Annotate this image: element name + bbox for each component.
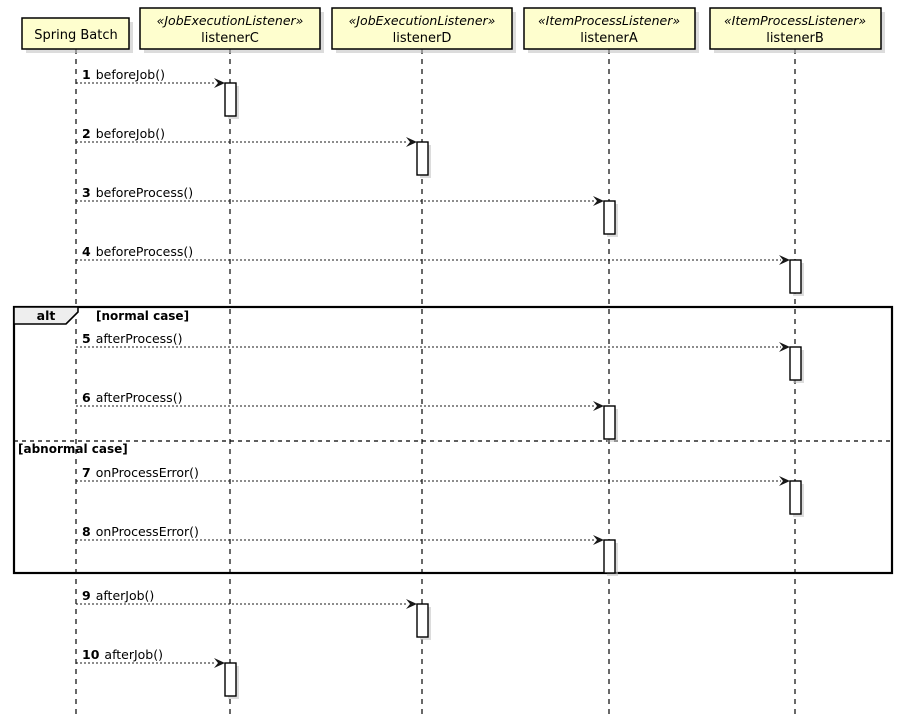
- message-number-9: 9: [82, 588, 91, 603]
- message-label-10: afterJob(): [104, 647, 163, 662]
- activation-bar-1: [224, 82, 237, 117]
- participant-name-springbatch: Spring Batch: [34, 28, 117, 43]
- fragment-guard-label-0: [normal case]: [96, 309, 189, 323]
- participant-box-listenerC[interactable]: [139, 7, 321, 50]
- message-number-4: 4: [82, 244, 91, 259]
- message-arrowhead-1: [214, 78, 225, 88]
- message-arrowhead-8: [593, 535, 604, 545]
- participant-stereotype-listenerD: «JobExecutionListener»: [349, 13, 496, 28]
- participant-stereotype-listenerC: «JobExecutionListener»: [157, 13, 304, 28]
- activation-bar-6: [603, 405, 616, 440]
- activation-bar-10: [224, 662, 237, 697]
- activation-bar-5: [789, 346, 802, 381]
- message-label-2: beforeJob(): [96, 126, 165, 141]
- message-label-5: afterProcess(): [96, 331, 183, 346]
- message-number-10: 10: [82, 647, 100, 662]
- activation-bar-7: [789, 480, 802, 515]
- message-arrowhead-10: [214, 658, 225, 668]
- message-label-9: afterJob(): [96, 588, 155, 603]
- participant-box-listenerD[interactable]: [331, 7, 513, 50]
- message-number-7: 7: [82, 465, 91, 480]
- message-number-5: 5: [82, 331, 91, 346]
- message-label-8: onProcessError(): [96, 524, 199, 539]
- message-arrowhead-5: [779, 342, 790, 352]
- message-number-1: 1: [82, 67, 91, 82]
- message-arrowhead-6: [593, 401, 604, 411]
- message-arrowhead-4: [779, 255, 790, 265]
- participant-box-springbatch[interactable]: [21, 17, 130, 50]
- activation-bar-2: [416, 141, 429, 176]
- fragment-operator-label: alt: [37, 308, 56, 323]
- participant-box-listenerB[interactable]: [709, 7, 882, 50]
- message-label-3: beforeProcess(): [96, 185, 193, 200]
- activation-bar-8: [603, 539, 616, 574]
- message-arrowhead-9: [406, 599, 417, 609]
- participant-name-listenerA: listenerA: [580, 31, 638, 46]
- message-number-3: 3: [82, 185, 91, 200]
- participant-name-listenerC: listenerC: [201, 31, 259, 46]
- participant-box-listenerA[interactable]: [523, 7, 696, 50]
- participant-name-listenerB: listenerB: [766, 31, 824, 46]
- participant-name-listenerD: listenerD: [393, 31, 452, 46]
- fragment-guard-label-1: [abnormal case]: [18, 442, 128, 456]
- message-number-8: 8: [82, 524, 91, 539]
- message-arrowhead-2: [406, 137, 417, 147]
- activation-bar-4: [789, 259, 802, 294]
- fragment-frame-alt: [12, 305, 894, 575]
- message-number-6: 6: [82, 390, 91, 405]
- fragment-operator-tab: [13, 306, 79, 325]
- message-arrowhead-7: [779, 476, 790, 486]
- message-number-2: 2: [82, 126, 91, 141]
- participant-stereotype-listenerB: «ItemProcessListener»: [724, 13, 866, 28]
- participant-stereotype-listenerA: «ItemProcessListener»: [538, 13, 680, 28]
- message-arrowhead-3: [593, 196, 604, 206]
- activation-bar-3: [603, 200, 616, 235]
- message-label-7: onProcessError(): [96, 465, 199, 480]
- message-label-4: beforeProcess(): [96, 244, 193, 259]
- message-label-6: afterProcess(): [96, 390, 183, 405]
- message-label-1: beforeJob(): [96, 67, 165, 82]
- activation-bar-9: [416, 603, 429, 638]
